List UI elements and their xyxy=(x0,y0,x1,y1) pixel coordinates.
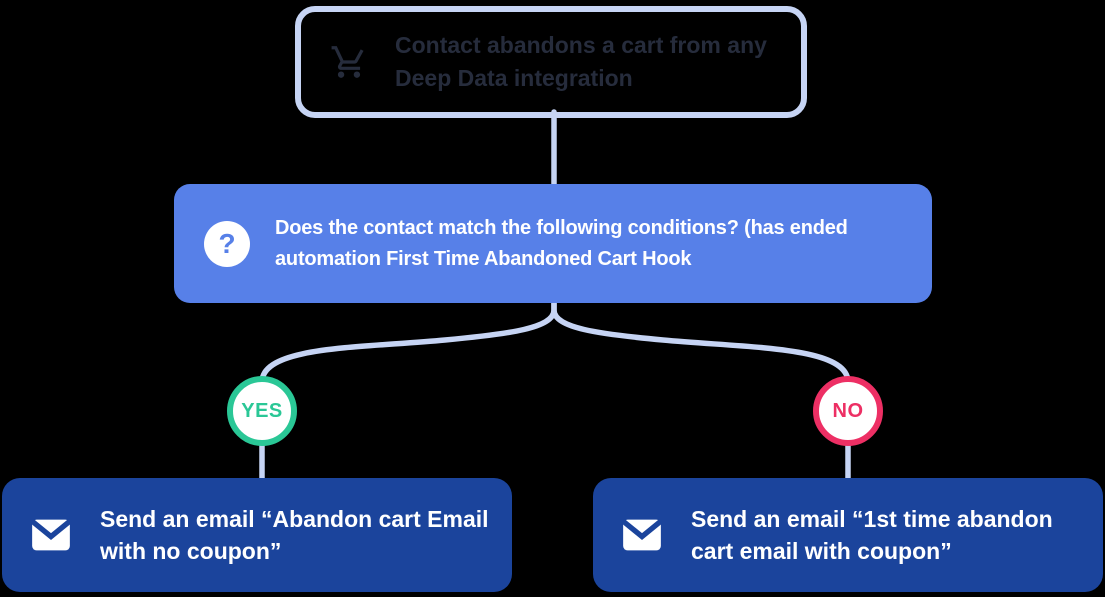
action-label-line-1: Send an email “1st time abandon xyxy=(691,506,1053,532)
email-icon xyxy=(621,517,663,553)
question-icon: ? xyxy=(204,220,250,267)
trigger-label-line-1: Contact abandons a cart from any xyxy=(395,32,767,58)
action-node-email-no-coupon[interactable]: Send an email “Abandon cart Email with n… xyxy=(2,478,512,592)
yes-branch-badge: YES xyxy=(227,376,297,446)
trigger-node[interactable]: Contact abandons a cart from any Deep Da… xyxy=(295,6,807,118)
action-label-line-1: Send an email “Abandon cart Email xyxy=(100,506,489,532)
connector-branch-yes xyxy=(259,295,557,385)
trigger-label: Contact abandons a cart from any Deep Da… xyxy=(395,29,767,95)
condition-label-line-2: automation First Time Abandoned Cart Hoo… xyxy=(275,247,692,270)
action-label: Send an email “1st time abandon cart ema… xyxy=(691,503,1053,567)
connector-branch-no xyxy=(551,295,851,385)
condition-node[interactable]: ? Does the contact match the following c… xyxy=(174,184,932,303)
action-label-line-2: with no coupon” xyxy=(100,538,282,564)
action-label-line-2: cart email with coupon” xyxy=(691,538,952,564)
cart-icon xyxy=(329,42,369,82)
condition-label: Does the contact match the following con… xyxy=(275,213,848,275)
action-node-email-with-coupon[interactable]: Send an email “1st time abandon cart ema… xyxy=(593,478,1103,592)
action-label: Send an email “Abandon cart Email with n… xyxy=(100,503,489,567)
condition-label-line-1: Does the contact match the following con… xyxy=(275,216,848,239)
email-icon xyxy=(30,517,72,553)
no-branch-badge: NO xyxy=(813,376,883,446)
trigger-label-line-2: Deep Data integration xyxy=(395,65,633,91)
